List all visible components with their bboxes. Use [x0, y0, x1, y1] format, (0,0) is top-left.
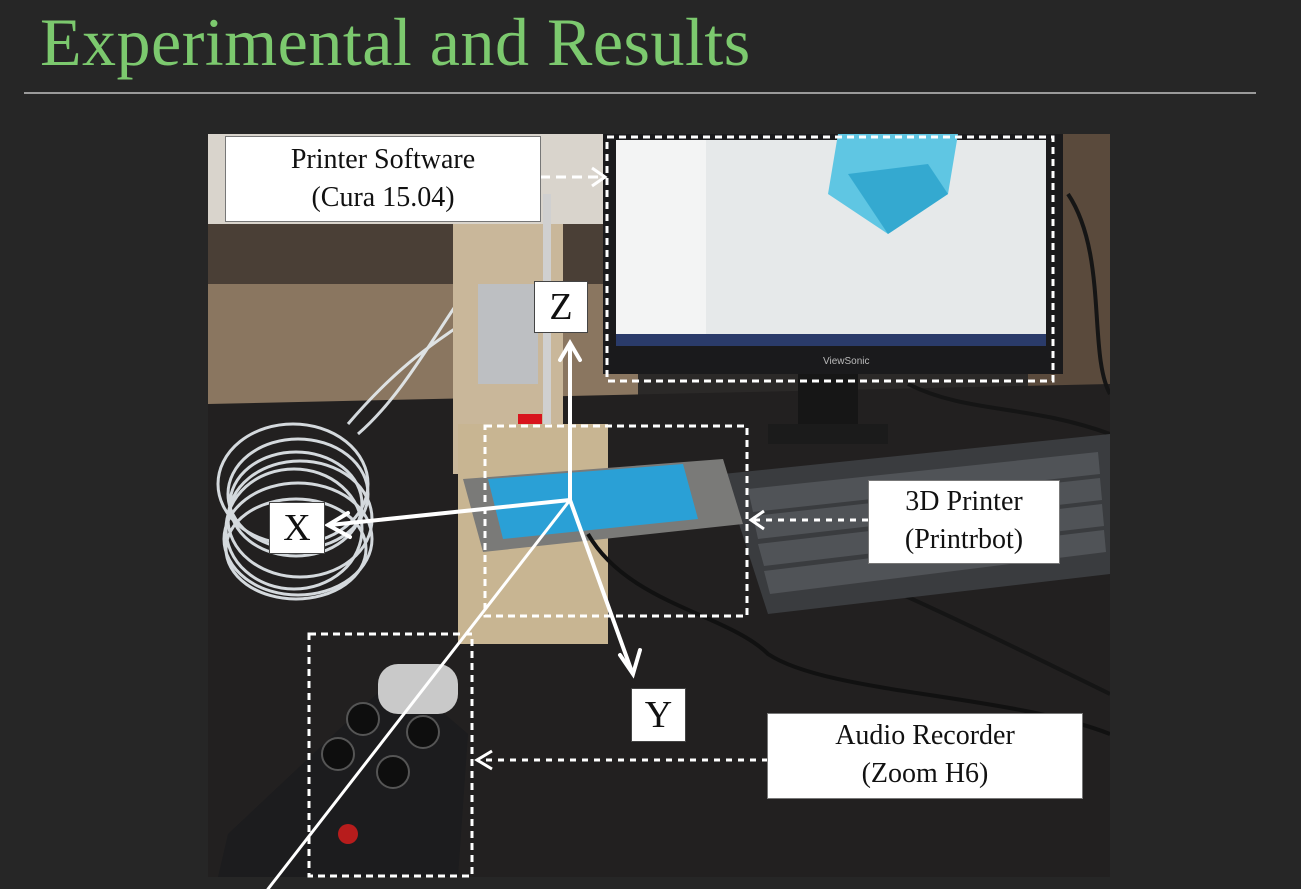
monitor-brand: ViewSonic — [823, 356, 870, 367]
x-axis-label: X — [269, 502, 325, 554]
printer-software-label: Printer Software (Cura 15.04) — [225, 136, 541, 222]
audio-recorder-label: Audio Recorder (Zoom H6) — [767, 713, 1083, 799]
y-axis-label: Y — [631, 688, 686, 742]
title-divider — [24, 92, 1256, 94]
z-axis-label: Z — [534, 281, 588, 333]
slide-title: Experimental and Results — [40, 4, 751, 80]
3d-printer-label: 3D Printer (Printrbot) — [868, 480, 1060, 564]
